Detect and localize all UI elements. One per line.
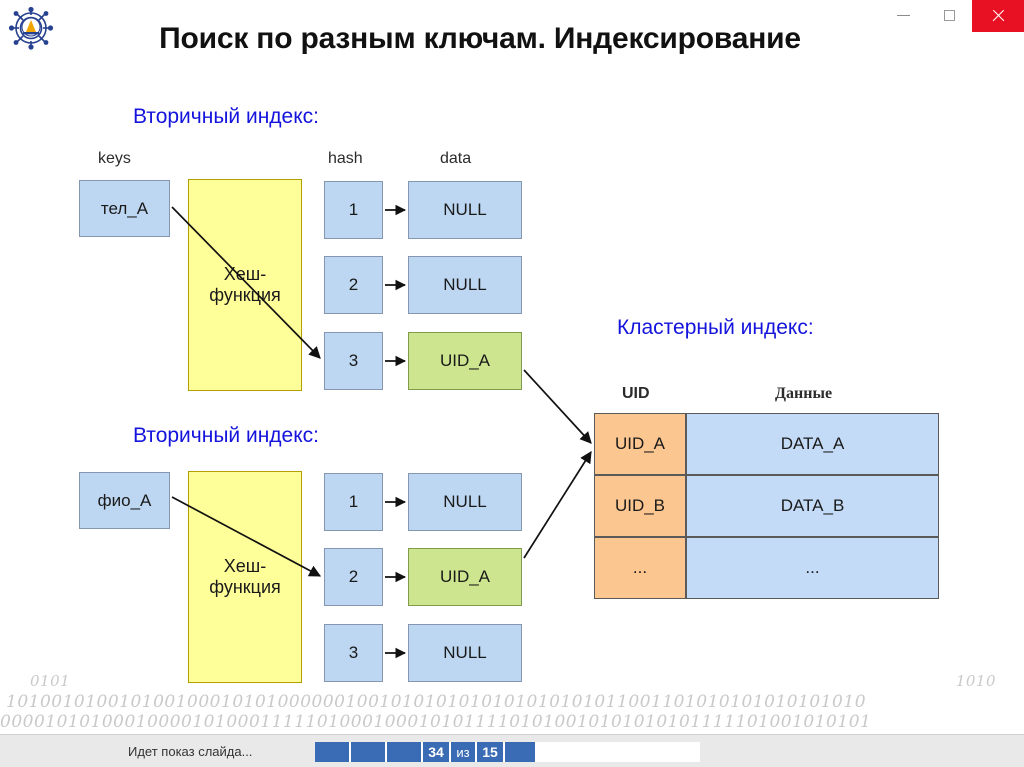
status-bar: Идет показ слайда... 34 из 15	[0, 734, 1024, 767]
hash-function-label-line1: Хеш-	[223, 264, 267, 285]
background-binary-right: 1010	[955, 672, 996, 690]
data-cell-1-1[interactable]: NULL	[408, 181, 522, 239]
hash-function-box-1[interactable]: Хеш- функция	[188, 179, 302, 391]
key-box-fio-a[interactable]: фио_А	[79, 472, 170, 529]
hash-cell-2-1[interactable]: 1	[324, 473, 383, 531]
hash-cell-2-2[interactable]: 2	[324, 548, 383, 606]
window-titlebar: Поиск по разным ключам. Индексирование	[0, 0, 1024, 55]
hash-cell-1-1[interactable]: 1	[324, 181, 383, 239]
cluster-index-heading: Кластерный индекс:	[617, 316, 814, 339]
hash-function-label-line2: функция	[209, 577, 281, 597]
cluster-column-header-data: Данные	[775, 385, 833, 402]
hash-cell-1-3[interactable]: 3	[324, 332, 383, 390]
data-cell-1-2[interactable]: NULL	[408, 256, 522, 314]
background-binary-bottom: 0000101010001000010100011111010001000101…	[0, 712, 872, 732]
progress-segment-3	[387, 742, 421, 762]
progress-segment-1	[315, 742, 349, 762]
slide-of-label: из	[451, 742, 475, 762]
maximize-icon	[943, 9, 955, 21]
key-box-tel-a[interactable]: тел_А	[79, 180, 170, 237]
caption-keys: keys	[98, 150, 131, 167]
cluster-cell-uid-1[interactable]: UID_A	[594, 413, 686, 475]
arrow-uid-a-bottom-to-cluster	[523, 450, 592, 559]
page-title: Поиск по разным ключам. Индексирование	[159, 22, 801, 55]
hash-cell-1-2[interactable]: 2	[324, 256, 383, 314]
secondary-index-1-heading: Вторичный индекс:	[133, 105, 319, 128]
caption-hash: hash	[328, 150, 363, 167]
progress-segment-tail	[505, 742, 535, 762]
hash-function-box-2[interactable]: Хеш- функция	[188, 471, 302, 683]
background-binary-left: 0101	[30, 672, 71, 690]
minimize-icon	[896, 14, 910, 16]
close-icon	[991, 9, 1005, 23]
minimize-button[interactable]	[880, 0, 926, 30]
progress-segment-2	[351, 742, 385, 762]
data-cell-1-3[interactable]: UID_A	[408, 332, 522, 390]
status-message: Идет показ слайда...	[128, 743, 253, 759]
cluster-cell-data-2[interactable]: DATA_B	[686, 475, 939, 537]
total-slide-number: 15	[477, 742, 503, 762]
caption-data: data	[440, 150, 472, 167]
data-cell-2-2[interactable]: UID_A	[408, 548, 522, 606]
cluster-cell-uid-2[interactable]: UID_B	[594, 475, 686, 537]
background-binary-middle: 1010010100101001000101010000001001010101…	[6, 692, 867, 712]
maximize-button[interactable]	[926, 0, 972, 30]
cluster-cell-data-1[interactable]: DATA_A	[686, 413, 939, 475]
data-cell-2-1[interactable]: NULL	[408, 473, 522, 531]
cluster-cell-uid-3[interactable]: ...	[594, 537, 686, 599]
data-cell-2-3[interactable]: NULL	[408, 624, 522, 682]
hash-function-label-line1: Хеш-	[223, 556, 267, 577]
current-slide-number: 34	[423, 742, 449, 762]
arrow-uid-a-top-to-cluster	[523, 369, 592, 444]
hash-cell-2-3[interactable]: 3	[324, 624, 383, 682]
cluster-column-header-uid: UID	[622, 385, 650, 402]
secondary-index-2-heading: Вторичный индекс:	[133, 424, 319, 447]
maritime-ship-wheel-logo	[8, 6, 54, 50]
cluster-cell-data-3[interactable]: ...	[686, 537, 939, 599]
close-button[interactable]	[972, 0, 1024, 32]
slide-progress-indicator[interactable]: 34 из 15	[315, 742, 700, 762]
hash-function-label-line2: функция	[209, 285, 281, 305]
